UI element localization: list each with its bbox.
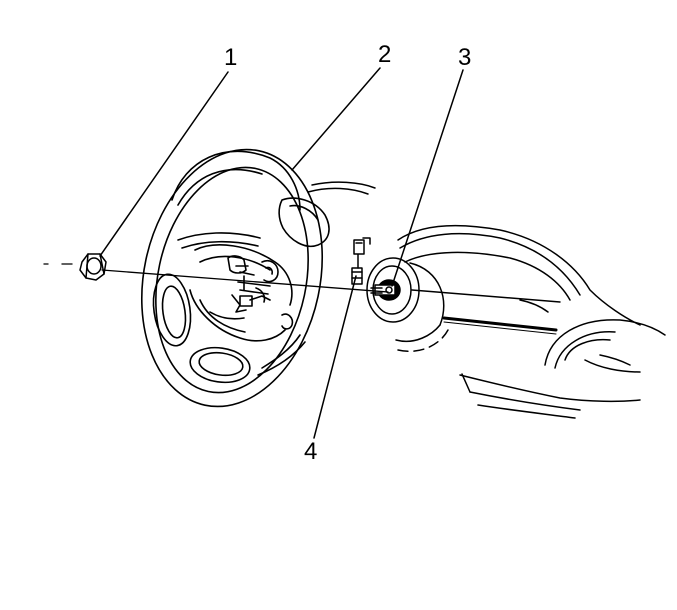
instrument-panel bbox=[308, 182, 665, 418]
leader-line-4 bbox=[314, 276, 356, 438]
steering-wheel-nut bbox=[80, 254, 106, 280]
leader-line-1 bbox=[100, 72, 228, 256]
steering-wheel bbox=[119, 133, 345, 424]
callout-number-4: 4 bbox=[304, 438, 318, 465]
steering-column-shaft bbox=[367, 258, 419, 322]
callout-number-1: 1 bbox=[224, 44, 238, 71]
leader-line-2 bbox=[292, 68, 380, 170]
callout-number-3: 3 bbox=[458, 44, 472, 71]
assembly-axis-line bbox=[44, 264, 388, 292]
callout-number-2: 2 bbox=[378, 41, 392, 68]
electrical-connector bbox=[352, 238, 370, 284]
leader-line-3 bbox=[392, 70, 463, 286]
leader-lines bbox=[100, 68, 463, 438]
